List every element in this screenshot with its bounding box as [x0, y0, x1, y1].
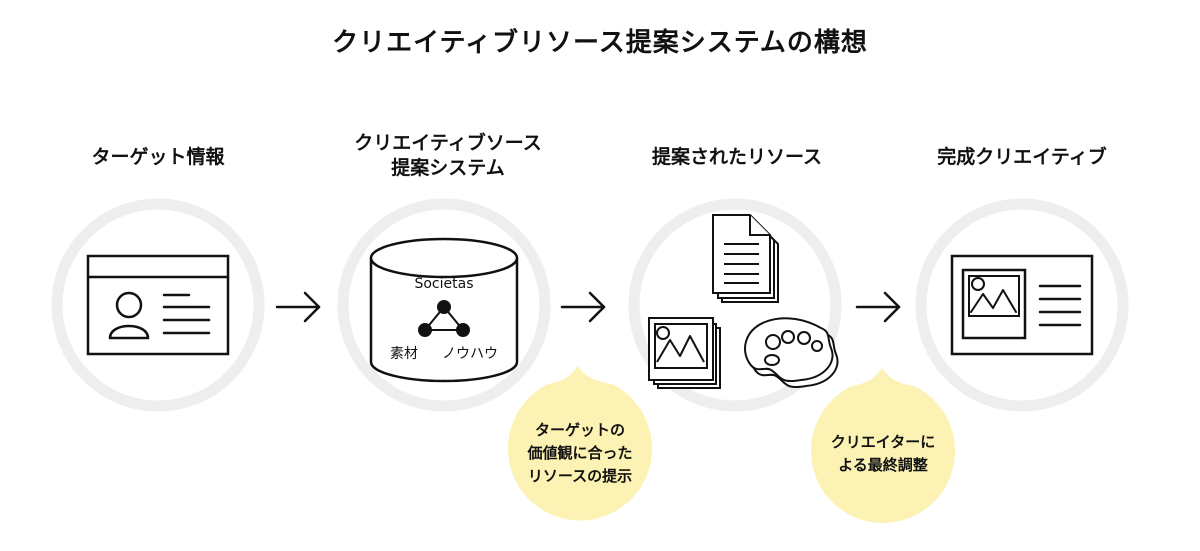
document-stack-icon: [712, 214, 779, 303]
node-label-knowhow: ノウハウ: [442, 346, 498, 362]
network-icon: [418, 300, 470, 337]
step-label-resources: 提案されたリソース: [651, 146, 823, 168]
arrow-icon-3: [855, 291, 901, 323]
step-label-final: 完成クリエイティブ: [937, 146, 1107, 168]
step-label-system: クリエイティブソース 提案システム: [354, 132, 542, 179]
arrow-icon-2: [560, 291, 606, 323]
image-stack-icon: [648, 317, 721, 389]
palette-icon: [744, 317, 839, 388]
bubble-text-final-adjustment: クリエイターに よる最終調整: [830, 433, 936, 474]
system-brand-label: Societas: [414, 276, 474, 292]
id-card-icon: [86, 254, 230, 356]
node-label-materials: 素材: [390, 346, 418, 362]
bubble-shape-1: [507, 366, 652, 521]
database-icon: [369, 237, 519, 383]
arrow-icon-1: [275, 291, 321, 323]
bubble-shape-2: [811, 368, 955, 523]
creative-card-icon: [950, 254, 1094, 356]
bubble-text-resource-suggestion: ターゲットの 価値観に合った リソースの提示: [527, 421, 633, 485]
diagram-title: クリエイティブリソース提案システムの構想: [332, 28, 868, 58]
step-label-target-info: ターゲット情報: [91, 146, 225, 168]
